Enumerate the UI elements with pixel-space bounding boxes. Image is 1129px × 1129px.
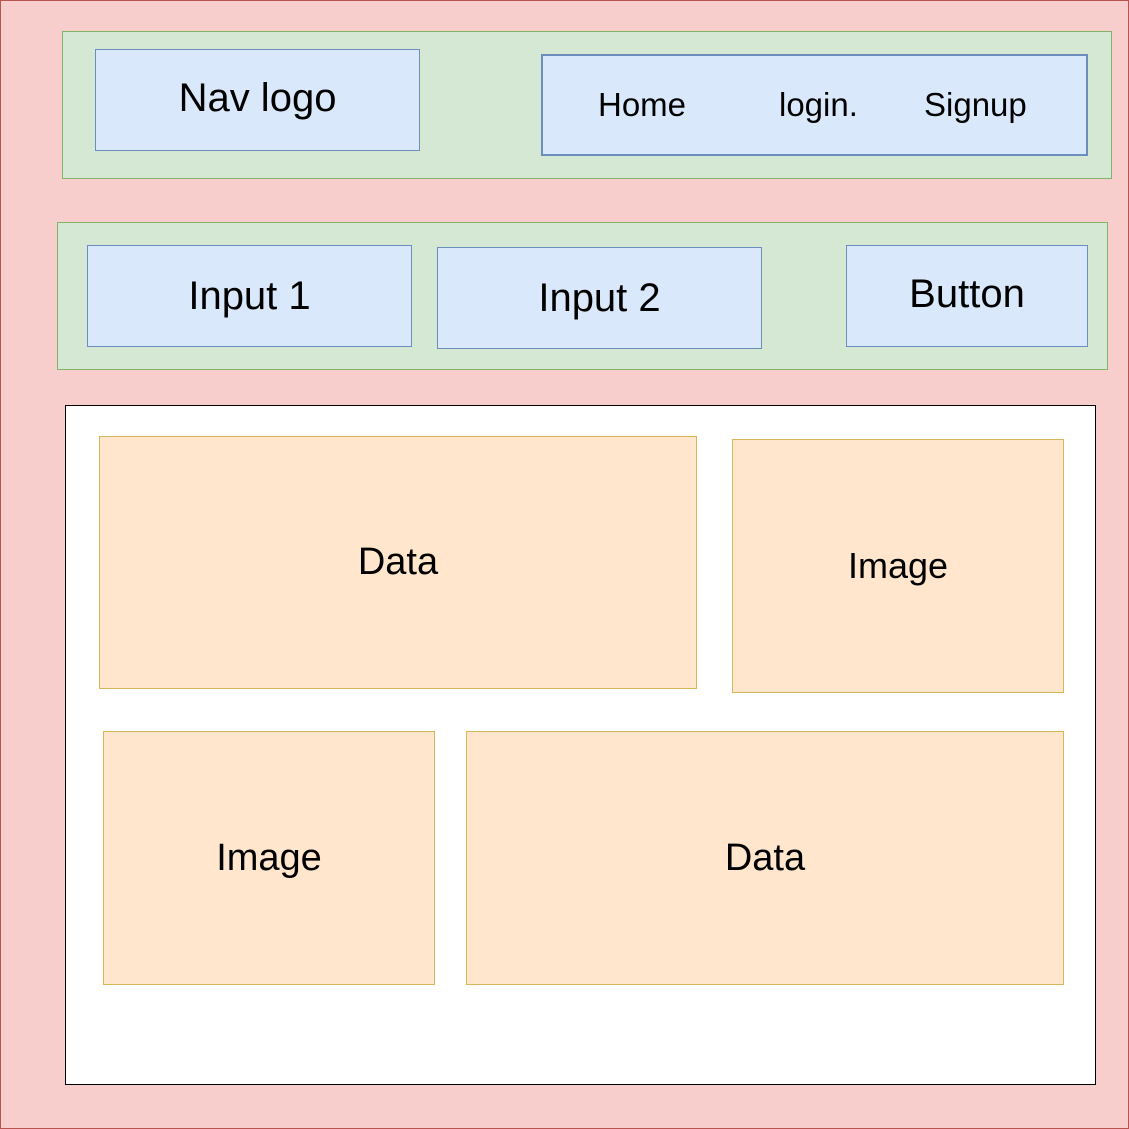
submit-button[interactable]: Button — [846, 245, 1088, 347]
input-2-label: Input 2 — [538, 275, 661, 320]
image-block-top-label: Image — [847, 545, 949, 586]
image-block-top: Image — [732, 439, 1064, 693]
nav-link-login[interactable]: login. — [779, 86, 858, 123]
nav-logo-label: Nav logo — [178, 75, 337, 120]
submit-button-label: Button — [909, 271, 1025, 316]
data-block-bottom-label: Data — [724, 836, 806, 879]
input-2[interactable]: Input 2 — [437, 247, 762, 349]
data-block-bottom: Data — [466, 731, 1064, 985]
nav-links-container: Home login. Signup — [541, 54, 1088, 156]
input-1-label: Input 1 — [188, 273, 311, 318]
nav-link-home[interactable]: Home — [598, 86, 687, 123]
data-block-top: Data — [99, 436, 697, 689]
data-block-top-label: Data — [357, 541, 439, 583]
nav-link-signup[interactable]: Signup — [924, 86, 1027, 123]
input-1[interactable]: Input 1 — [87, 245, 412, 347]
nav-logo[interactable]: Nav logo — [95, 49, 420, 151]
image-block-bottom: Image — [103, 731, 435, 985]
image-block-bottom-label: Image — [216, 836, 322, 879]
